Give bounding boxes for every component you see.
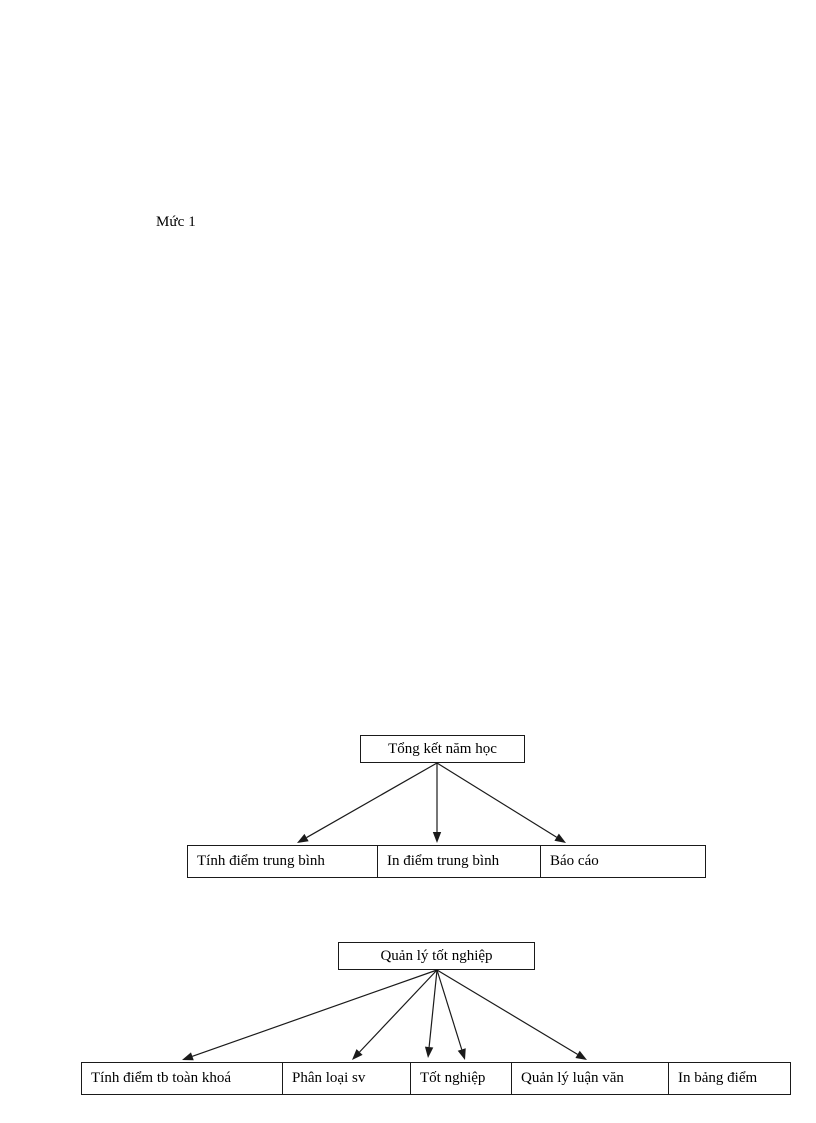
page-title: Mức 1: [156, 214, 196, 230]
child-node-label: Tốt nghiệp: [420, 1070, 486, 1086]
child-node[interactable]: Phân loại sv: [283, 1063, 411, 1094]
parent-node-tong-ket-nam-hoc[interactable]: Tổng kết năm học: [360, 735, 525, 763]
child-node-label: Phân loại sv: [292, 1070, 366, 1086]
child-node[interactable]: Tính điểm tb toàn khoá: [82, 1063, 283, 1094]
arrow-connector: [297, 762, 438, 843]
child-node[interactable]: Báo cáo: [541, 846, 707, 877]
parent-node-label: Tổng kết năm học: [388, 740, 497, 757]
arrow-connector: [352, 969, 438, 1060]
child-node-label: Báo cáo: [550, 853, 599, 869]
child-node-label: In điểm trung bình: [387, 853, 500, 869]
child-node-label: Quản lý luận văn: [521, 1070, 624, 1086]
child-node[interactable]: In bảng điểm: [669, 1063, 792, 1094]
child-node[interactable]: In điểm trung bình: [378, 846, 541, 877]
arrow-connector: [424, 969, 438, 1058]
parent-node-quan-ly-tot-nghiep[interactable]: Quản lý tốt nghiệp: [338, 942, 535, 970]
child-row-quan-ly-tot-nghiep: Tính điểm tb toàn khoá Phân loại sv Tốt ng…: [81, 1062, 791, 1095]
child-node[interactable]: Quản lý luận văn: [512, 1063, 669, 1094]
child-node-label: In bảng điểm: [678, 1070, 758, 1086]
child-node[interactable]: Tốt nghiệp: [411, 1063, 512, 1094]
child-node-label: Tính điểm tb toàn khoá: [91, 1070, 231, 1086]
child-row-tong-ket-nam-hoc: Tính điểm trung bình In điểm trung bình Bá…: [187, 845, 706, 878]
child-node-label: Tính điểm trung bình: [197, 853, 325, 869]
child-node[interactable]: Tính điểm trung bình: [188, 846, 378, 877]
arrow-connector: [436, 762, 566, 843]
arrow-connector: [436, 969, 466, 1060]
arrow-connector: [182, 969, 438, 1061]
parent-node-label: Quản lý tốt nghiệp: [380, 947, 493, 964]
arrow-connector: [432, 763, 442, 843]
arrow-connector: [436, 969, 587, 1060]
